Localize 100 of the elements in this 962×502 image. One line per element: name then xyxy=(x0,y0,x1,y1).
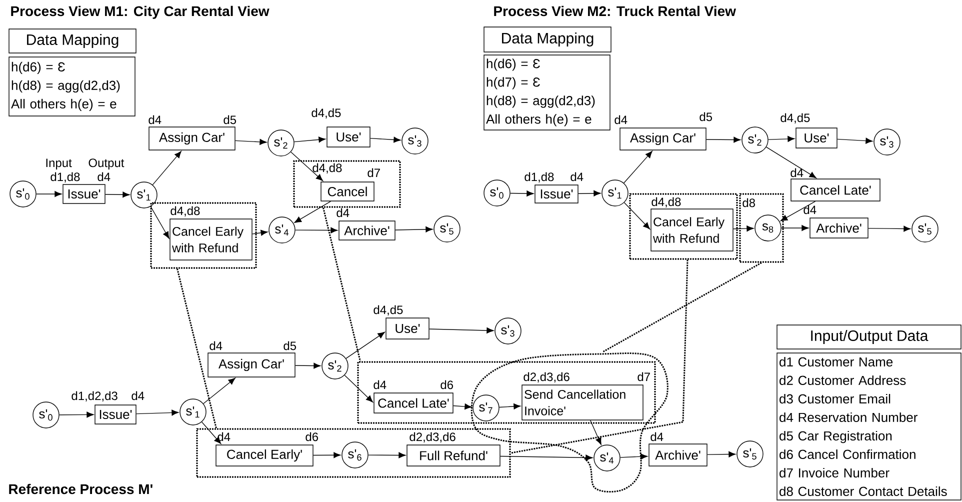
arrow xyxy=(500,454,593,461)
data-label: d4,d8 xyxy=(312,163,342,174)
arrow xyxy=(590,420,602,445)
activity-box: Cancel Late' xyxy=(790,178,880,202)
table-header: Data Mapping xyxy=(484,26,612,52)
table-box: h(d6) = Ɛ h(d7) = Ɛ h(d8) = agg(d2,d3) All others h(e) = e xyxy=(484,54,610,130)
activity-box: Cancel Early with Refund xyxy=(170,218,252,260)
arrow xyxy=(105,192,130,198)
activity-box: Archive' xyxy=(648,444,708,466)
data-label: d5 xyxy=(700,112,712,122)
data-label: Input xyxy=(46,158,72,170)
activity-box: Send Cancellation Invoice' xyxy=(522,384,644,420)
activity-box: Cancel Early' xyxy=(216,444,314,466)
activity-box: Cancel xyxy=(320,182,374,202)
table-box: d1 Customer Name d2 Customer Address d3 Customer Email d4 Reservation Number d5 Car Registration d6 Cancel Confirmation d7 Invoice Number d8 Customer Contact Details xyxy=(776,352,962,500)
arrow xyxy=(152,151,182,186)
activity-box: Assign Car' xyxy=(208,352,296,378)
activity-box: Archive' xyxy=(338,220,396,240)
dotted-region xyxy=(357,361,656,424)
data-label: d4 xyxy=(148,115,162,124)
data-label: d4,d5 xyxy=(312,108,341,119)
activity-box: Assign Car' xyxy=(620,128,706,150)
arrow xyxy=(766,146,816,178)
arrow xyxy=(429,328,494,334)
activity-box: Cancel Early with Refund xyxy=(650,208,734,252)
arrow xyxy=(510,190,534,196)
correspondence-line xyxy=(176,268,217,428)
arrow xyxy=(235,138,267,145)
data-label: d4,d5 xyxy=(374,305,403,316)
data-label: d4 xyxy=(650,432,664,442)
activity-box: Use' xyxy=(386,318,430,340)
arrow xyxy=(203,378,236,404)
data-label: d1,d8 xyxy=(50,172,80,183)
arrow xyxy=(868,226,911,232)
arrow xyxy=(290,152,324,182)
arrow xyxy=(620,454,648,460)
dotted-region xyxy=(629,193,738,260)
activity-box: Full Refund' xyxy=(406,444,500,466)
data-label: d4 xyxy=(132,391,144,400)
data-label: d4,d5 xyxy=(780,113,810,124)
arrow xyxy=(733,226,754,232)
dotted-region xyxy=(293,160,401,208)
data-label: d4 xyxy=(210,341,222,350)
arrow xyxy=(294,136,326,143)
data-label: d4 xyxy=(790,168,804,178)
activity-box: Use' xyxy=(796,128,838,148)
arrow xyxy=(150,206,170,239)
arrow xyxy=(313,452,341,458)
activity-box: Assign Car' xyxy=(148,126,236,150)
data-label: d8 xyxy=(742,198,756,208)
data-label: d2,d3,d6 xyxy=(524,372,570,383)
activity-box: Cancel Late' xyxy=(374,392,454,414)
arrow xyxy=(36,191,62,197)
data-label: d4 xyxy=(98,172,110,182)
arrow xyxy=(768,136,795,142)
arrow xyxy=(344,374,374,402)
data-label: d2,d3,d6 xyxy=(410,432,456,443)
data-label: d4 xyxy=(374,380,386,390)
dotted-region xyxy=(739,193,784,263)
table-header: Data Mapping xyxy=(8,28,136,54)
arrow xyxy=(578,190,601,196)
arrow xyxy=(395,226,433,232)
data-label: d5 xyxy=(224,115,236,124)
data-label: d7 xyxy=(368,168,380,178)
arrow xyxy=(252,230,268,236)
arrow xyxy=(295,362,321,369)
arrow xyxy=(707,451,736,458)
view-title: Process View M2: Truck Rental View xyxy=(494,6,736,16)
data-label: d4 xyxy=(336,208,350,218)
activity-box: Issue' xyxy=(62,184,106,204)
data-label: d4,d8 xyxy=(170,206,200,217)
arrow xyxy=(370,136,401,143)
arrow xyxy=(498,403,521,410)
arrow xyxy=(368,452,406,458)
correspondence-line xyxy=(602,262,762,352)
data-label: d1,d2,d3 xyxy=(72,391,118,402)
arrow xyxy=(780,201,816,222)
table-header: Input/Output Data xyxy=(776,324,962,350)
dotted-region xyxy=(196,428,511,478)
view-title: Reference Process M' xyxy=(9,484,152,494)
arrow xyxy=(706,136,741,143)
data-label: d4 xyxy=(614,115,628,124)
arrow xyxy=(453,404,472,410)
dotted-region xyxy=(150,202,257,269)
arrow xyxy=(59,412,94,418)
activity-box: Use' xyxy=(326,126,370,148)
arrow xyxy=(781,225,809,231)
correspondence-line xyxy=(322,208,361,362)
data-label: d6 xyxy=(306,432,318,442)
arrow xyxy=(837,138,873,144)
arrow xyxy=(295,227,338,234)
data-label: Output xyxy=(88,158,124,170)
activity-box: Issue' xyxy=(534,184,578,204)
arrow xyxy=(201,422,222,444)
correspondence-line xyxy=(510,260,688,454)
data-label: d4 xyxy=(804,205,816,214)
arrow xyxy=(136,410,179,416)
activity-box: Issue' xyxy=(94,404,136,424)
table-box: h(d6) = Ɛ h(d8) = agg(d2,d3) All others h(e) = e xyxy=(8,56,136,116)
activity-box: Archive' xyxy=(810,218,868,238)
